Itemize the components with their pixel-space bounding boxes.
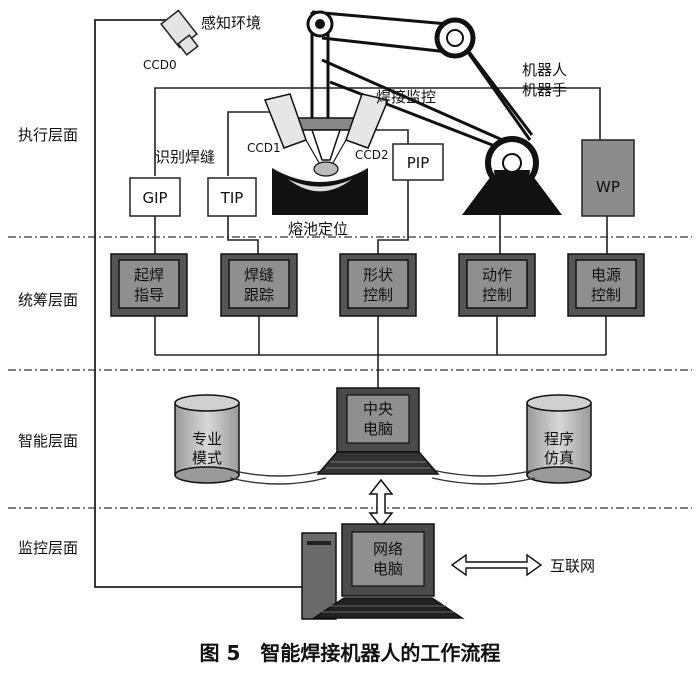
program-simulation-database: 程序 仿真	[526, 394, 592, 484]
wp-box: WP	[581, 139, 635, 217]
control-box-seam-tracking: 焊缝 跟踪	[220, 253, 298, 317]
network-computer: 网络 电脑	[301, 523, 465, 620]
outer-feedback-line	[94, 19, 303, 588]
pool-position-label: 熔池定位	[288, 220, 348, 238]
simulation-label-2: 仿真	[544, 449, 574, 467]
ccd1-label: CCD1	[247, 141, 281, 155]
control-label-seam-tracking-2: 跟踪	[244, 286, 274, 304]
control-label-seam-tracking-1: 焊缝	[244, 266, 274, 284]
layer-label-monitoring: 监控层面	[18, 539, 78, 557]
network-pc-label-2: 电脑	[373, 560, 403, 578]
control-label-shape-control-1: 形状	[363, 266, 393, 284]
control-label-start-guide-2: 指导	[134, 286, 164, 304]
control-label-motion-control-2: 控制	[482, 286, 512, 304]
expert-label-1: 专业	[192, 430, 222, 448]
control-bus	[154, 316, 607, 390]
figure-caption: 图 5 智能焊接机器人的工作流程	[200, 641, 501, 665]
expert-label-2: 模式	[192, 449, 222, 467]
layer-dividers	[8, 236, 692, 509]
control-label-start-guide-1: 起焊	[134, 266, 164, 284]
internet-double-arrow	[450, 553, 543, 577]
central-label-2: 电脑	[363, 420, 393, 438]
internet-label: 互联网	[550, 557, 595, 575]
welding-head	[263, 93, 390, 177]
robot-base	[462, 136, 562, 215]
control-label-motion-control-1: 动作	[482, 266, 512, 284]
execution-wiring	[154, 87, 608, 254]
network-pc-label-1: 网络	[373, 540, 403, 558]
weld-monitor-label: 焊接监控	[376, 88, 436, 106]
expert-mode-database: 专业 模式	[174, 394, 240, 484]
perception-label: 感知环境	[201, 14, 261, 32]
tip-box: TIP	[207, 177, 257, 217]
pip-label: PIP	[407, 154, 430, 172]
ccd2-label: CCD2	[355, 148, 389, 162]
control-label-power-control-1: 电源	[591, 266, 621, 284]
control-label-power-control-2: 控制	[591, 286, 621, 304]
arm-pulley-top-right	[434, 17, 476, 59]
identify-seam-label: 识别焊缝	[155, 148, 215, 166]
pip-box: PIP	[392, 143, 444, 181]
control-box-shape-control: 形状 控制	[339, 253, 417, 317]
ccd0-label: CCD0	[143, 58, 177, 72]
robot-arm-label-line1: 机器人	[522, 61, 567, 79]
control-box-start-guide: 起焊 指导	[110, 253, 188, 317]
tip-label: TIP	[220, 189, 244, 207]
arm-pulley-top-left	[306, 10, 334, 38]
layer-label-intelligence: 智能层面	[18, 432, 78, 450]
robot-arm-label-line2: 机器手	[522, 81, 567, 99]
database-links	[229, 469, 536, 485]
layer-label-coordination: 统筹层面	[18, 291, 78, 309]
layer-label-execution: 执行层面	[18, 126, 78, 144]
central-label-1: 中央	[363, 400, 393, 418]
gip-label: GIP	[142, 189, 167, 207]
central-computer: 中央 电脑	[316, 387, 440, 475]
control-box-motion-control: 动作 控制	[458, 253, 536, 317]
control-box-power-control: 电源 控制	[567, 253, 645, 317]
ccd0-camera-icon	[160, 9, 199, 56]
central-network-double-arrow	[368, 478, 394, 529]
simulation-label-1: 程序	[544, 430, 574, 448]
gip-box: GIP	[129, 177, 181, 217]
wp-label: WP	[596, 178, 620, 196]
control-label-shape-control-2: 控制	[363, 286, 393, 304]
weld-pool-stage	[272, 168, 368, 215]
